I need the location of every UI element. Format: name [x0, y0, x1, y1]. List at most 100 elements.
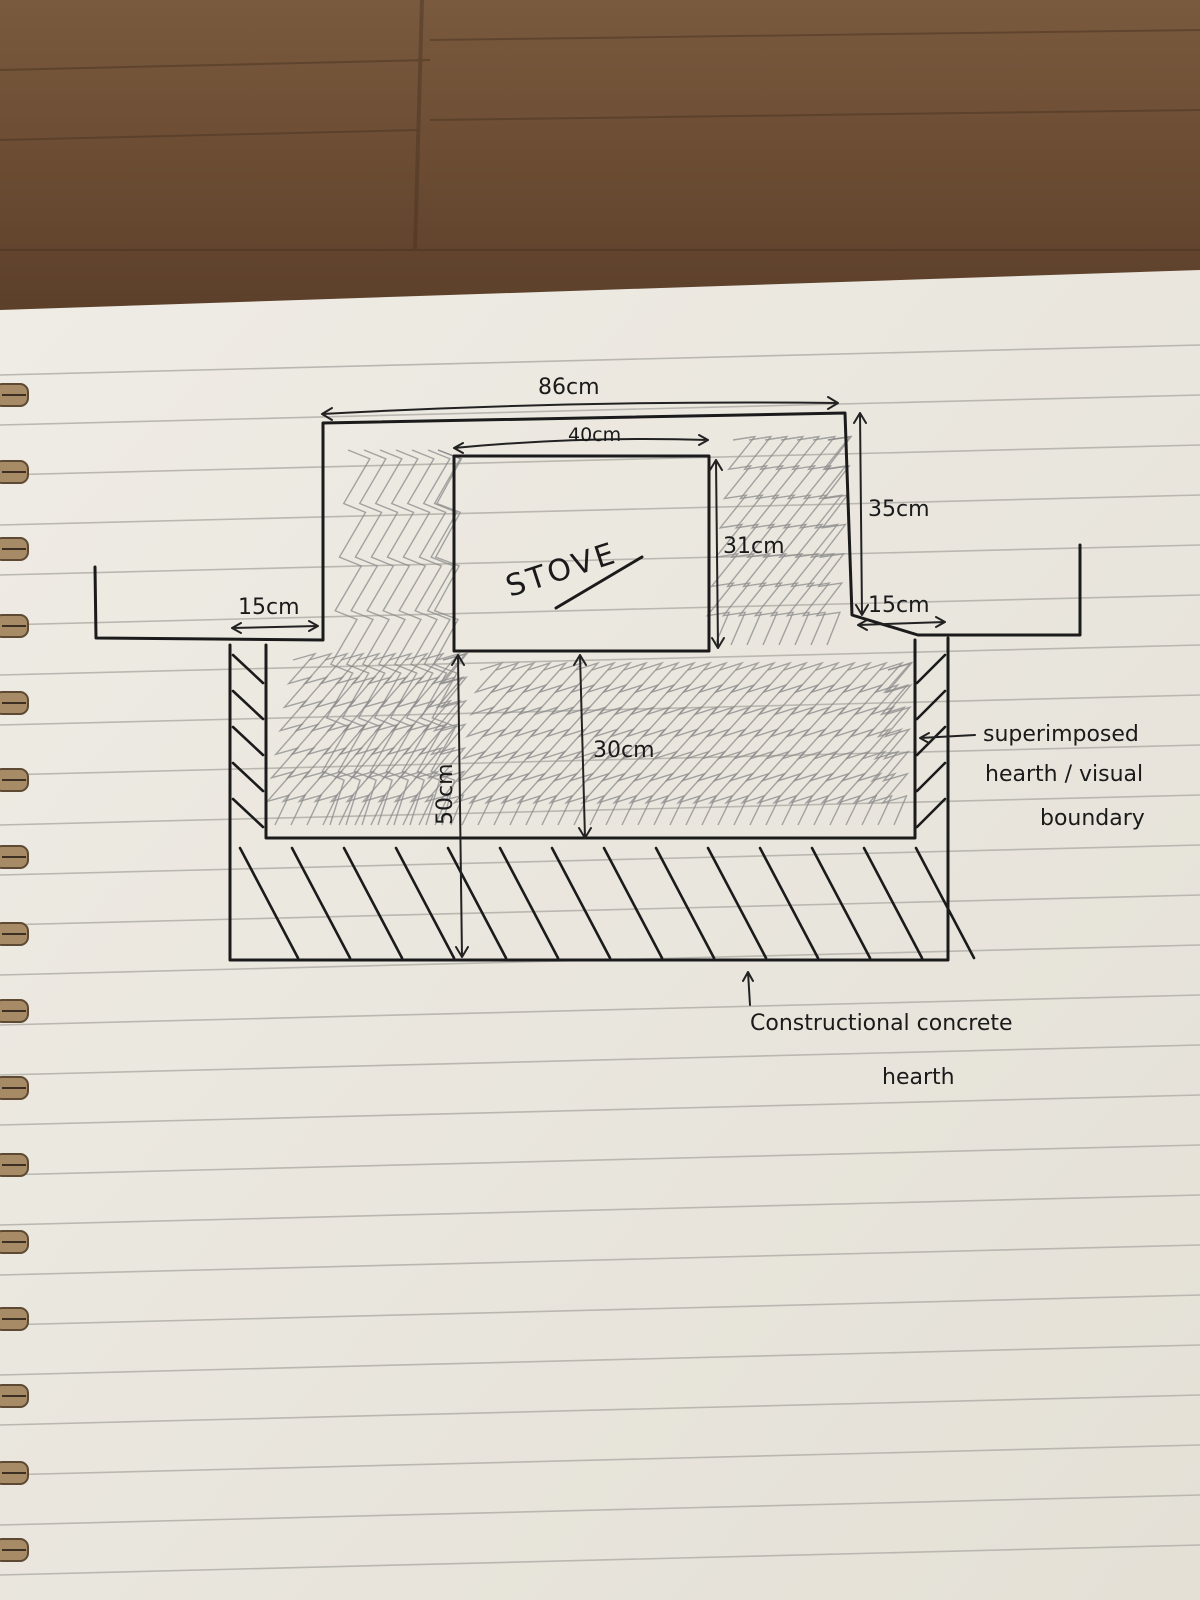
- ruled-line: [0, 844, 1200, 876]
- ruled-line: [0, 444, 1200, 476]
- dim-86cm: [321, 396, 839, 421]
- wall-recess-outline: [93, 411, 1082, 642]
- hatch-line: [914, 846, 976, 960]
- shading-stroke: [705, 435, 757, 646]
- hatch-line: [706, 846, 768, 960]
- shading-stroke: [337, 449, 387, 826]
- hatch-line: [915, 653, 947, 685]
- shading-stroke: [880, 661, 914, 826]
- diagram-outlines: [93, 411, 1082, 962]
- shading-stroke: [321, 449, 371, 826]
- notebook-page: [0, 270, 1200, 1600]
- hatch-line: [238, 846, 300, 960]
- ruled-line: [0, 1044, 1200, 1076]
- shading-stroke: [866, 661, 913, 826]
- ruled-line: [0, 1544, 1200, 1576]
- shading-stroke: [753, 435, 805, 646]
- label-stove-depth: 31cm: [723, 534, 785, 559]
- hatch-line: [231, 761, 265, 793]
- hatch-line: [810, 846, 872, 960]
- ruled-line: [0, 1394, 1200, 1426]
- shading-stroke: [815, 435, 853, 646]
- ruled-line: [0, 1444, 1200, 1476]
- superimposed-hearth-shading: [265, 435, 914, 826]
- superimposed-hearth-outline: [264, 638, 917, 840]
- label-hearth-depth: 50cm: [433, 763, 458, 825]
- hatch-line: [446, 846, 508, 960]
- label-superimposed-1: superimposed: [983, 722, 1139, 747]
- label-superimposed-2: hearth / visual: [985, 762, 1143, 787]
- ruled-line: [0, 1194, 1200, 1226]
- hatch-line: [342, 846, 404, 960]
- hatch-line: [654, 846, 716, 960]
- shading-stroke: [369, 449, 419, 826]
- hatch-line: [758, 846, 820, 960]
- ruled-line: [0, 494, 1200, 526]
- constructional-hearth-outline: [228, 636, 950, 962]
- dim-35cm: [853, 412, 869, 616]
- label-constructional-1: Constructional concrete: [750, 1011, 1013, 1036]
- label-side-left: 15cm: [238, 595, 300, 620]
- hatch-line: [498, 846, 560, 960]
- arrow-constructional: [742, 971, 754, 1006]
- hatch-line: [915, 797, 947, 829]
- hatch-line: [915, 761, 947, 793]
- stove-underline: [554, 555, 644, 610]
- ruled-line: [0, 544, 1200, 576]
- label-constructional-2: hearth: [882, 1065, 955, 1090]
- label-side-right: 15cm: [868, 593, 930, 618]
- hatch-line: [231, 797, 265, 829]
- hatch-line: [915, 725, 947, 757]
- ruled-line: [0, 1344, 1200, 1376]
- dim-31cm: [709, 459, 725, 649]
- shading-stroke: [437, 652, 469, 826]
- shading-stroke: [385, 449, 435, 826]
- ruled-line: [0, 1494, 1200, 1526]
- dimension-lines: [231, 396, 976, 1006]
- hatch-line: [915, 689, 947, 721]
- shading-stroke: [721, 435, 773, 646]
- ruled-line: [0, 644, 1200, 676]
- ruled-lines: [0, 344, 1200, 1576]
- label-stove-width: 40cm: [568, 424, 621, 446]
- dim-15cm-left: [231, 620, 319, 634]
- dim-15cm-right: [857, 616, 946, 631]
- label-overall-width: 86cm: [538, 375, 600, 400]
- ruled-line: [0, 1244, 1200, 1276]
- hatch-line: [231, 653, 265, 685]
- ruled-line: [0, 344, 1200, 376]
- label-superimposed-3: boundary: [1040, 806, 1145, 831]
- shading-stroke: [416, 449, 462, 826]
- label-recess-depth: 35cm: [868, 497, 930, 522]
- ruled-line: [0, 1094, 1200, 1126]
- shading-stroke: [430, 449, 463, 826]
- dim-30cm: [573, 654, 592, 839]
- ruled-line: [0, 994, 1200, 1026]
- spiral-binding: [0, 383, 29, 1562]
- arrow-superimposed: [919, 732, 976, 744]
- ruled-line: [0, 894, 1200, 926]
- hatch-line: [862, 846, 924, 960]
- ruled-line: [0, 744, 1200, 776]
- stove-box: [452, 454, 711, 653]
- shading-stroke: [785, 435, 837, 646]
- ruled-line: [0, 594, 1200, 626]
- diagram-labels: 86cm 40cm 35cm 31cm 15cm 15cm 30cm 50cm …: [238, 375, 1145, 1090]
- label-front-gap: 30cm: [593, 738, 655, 763]
- ruled-line: [0, 394, 1200, 426]
- hatch-line: [290, 846, 352, 960]
- hatch-line: [550, 846, 612, 960]
- shading-stroke: [852, 661, 905, 826]
- hatch-line: [231, 725, 265, 757]
- ruled-line: [0, 1294, 1200, 1326]
- hatch-line: [231, 689, 265, 721]
- dim-50cm: [451, 654, 469, 958]
- shading-stroke: [353, 449, 403, 826]
- shading-stroke: [401, 449, 451, 826]
- ruled-line: [0, 1144, 1200, 1176]
- shading-stroke: [737, 435, 789, 646]
- shading-stroke: [769, 435, 821, 646]
- ruled-line: [0, 694, 1200, 726]
- concrete-hearth-hatching: [231, 653, 976, 960]
